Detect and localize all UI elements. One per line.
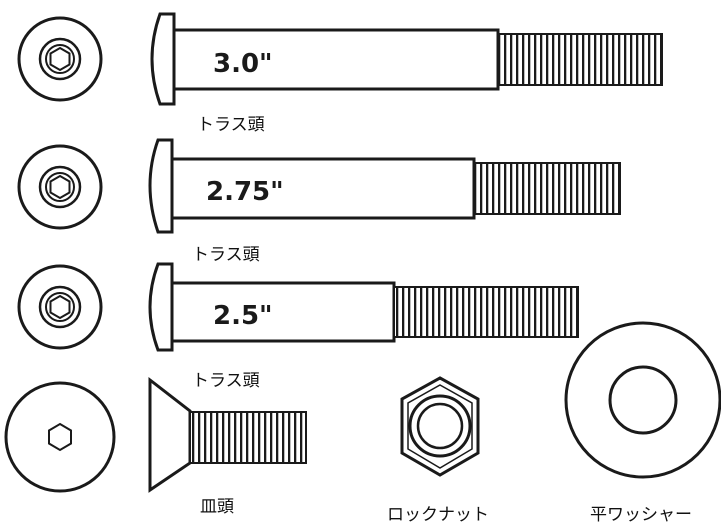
bolt-length-label: 2.5" <box>213 301 273 331</box>
bolt-end-view <box>17 16 103 102</box>
bolt-length-label: 3.0" <box>213 49 273 79</box>
bolt-2-75-inch <box>17 138 621 234</box>
bolt-end-view <box>4 381 116 493</box>
bolt-side-view <box>148 262 579 352</box>
bolt-caption: トラス頭 <box>197 115 265 135</box>
bolt-caption: トラス頭 <box>192 371 260 391</box>
bolt-side-view <box>148 138 621 234</box>
bolt-side-view <box>148 376 307 493</box>
bolt-caption: トラス頭 <box>192 245 260 265</box>
bolt-end-view <box>17 144 103 230</box>
bolt-3-0-inch <box>17 12 663 106</box>
flat-head-bolt <box>4 376 307 493</box>
flat-washer-caption: 平ワッシャー <box>590 505 692 525</box>
bolt-2-5-inch <box>17 262 579 352</box>
bolt-side-view <box>150 12 663 106</box>
bolt-length-label: 2.75" <box>206 177 284 207</box>
bolt-end-view <box>17 264 103 350</box>
lock-nut <box>400 376 480 477</box>
flat-washer <box>564 321 721 479</box>
lock-nut-caption: ロックナット <box>387 505 489 525</box>
bolt-caption: 皿頭 <box>200 497 234 517</box>
